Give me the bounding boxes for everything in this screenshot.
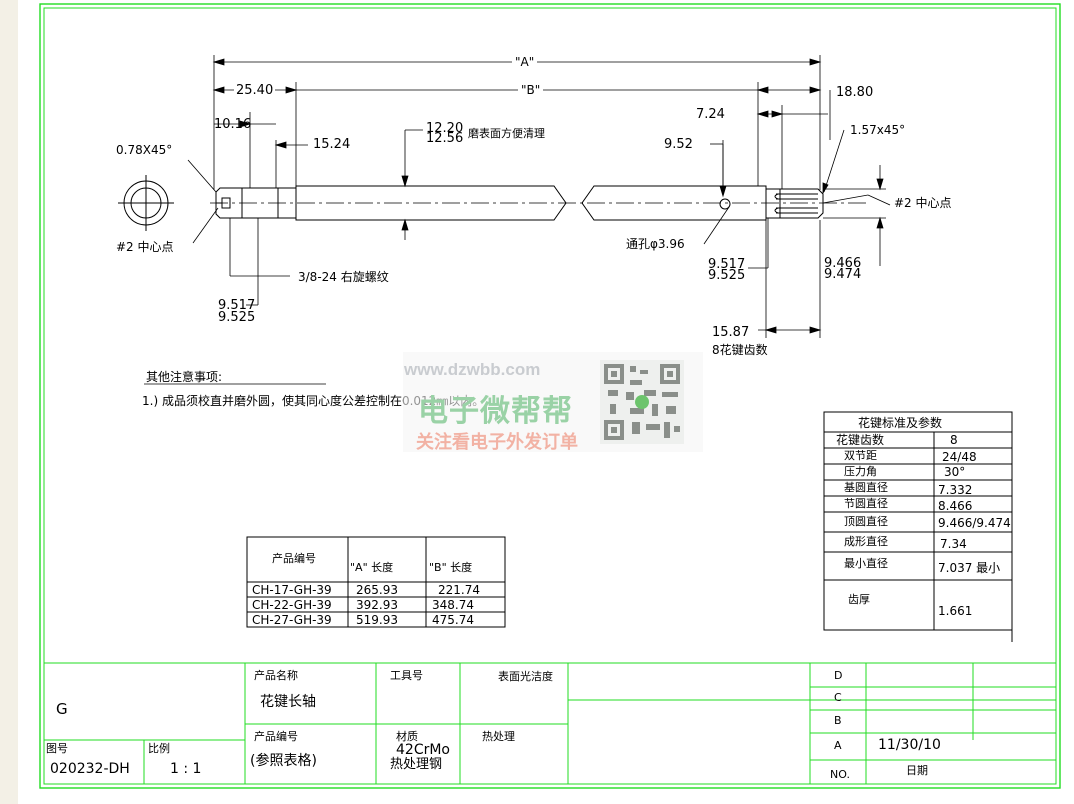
spline-row-value: 24/48 bbox=[942, 450, 977, 464]
dim-18-80: 18.80 bbox=[836, 85, 874, 100]
material: 42CrMo bbox=[396, 742, 450, 758]
dim-b-label: "B" bbox=[518, 84, 544, 96]
product-name: 花键长轴 bbox=[260, 694, 316, 710]
material-note: 热处理钢 bbox=[390, 757, 443, 772]
dim-7-24: 7.24 bbox=[696, 107, 725, 122]
dia-mid-min: 9.517 bbox=[708, 257, 746, 272]
product-table-cell: 475.74 bbox=[432, 613, 474, 627]
product-table-cell: 221.74 bbox=[438, 583, 480, 597]
watermark-brand: 电子微帮帮 bbox=[418, 394, 573, 429]
spline-teeth-note: 8花键齿数 bbox=[712, 343, 768, 357]
product-table-cell: 392.93 bbox=[356, 598, 398, 612]
product-table-header: "A" 长度 bbox=[350, 561, 394, 574]
drawing-no-label: 图号 bbox=[46, 742, 68, 755]
revision-date: 11/30/10 bbox=[878, 737, 941, 753]
product-table-cell: 265.93 bbox=[356, 583, 398, 597]
dimension-lines bbox=[144, 55, 891, 385]
spline-row-label: 节圆直径 bbox=[844, 497, 888, 510]
thread-spec: 3/8-24 右旋螺纹 bbox=[298, 270, 389, 284]
drawing-linework bbox=[39, 3, 1061, 789]
spline-row-value: 30° bbox=[944, 465, 966, 479]
dia-mid-max: 9.525 bbox=[708, 268, 746, 283]
spline-row-label: 基圆直径 bbox=[844, 481, 888, 494]
spline-table-grid bbox=[823, 411, 1013, 642]
watermark-slogan: 关注看电子外发订单 bbox=[416, 432, 578, 453]
spline-table-title: 花键标准及参数 bbox=[858, 416, 943, 430]
spline-row-label: 齿厚 bbox=[848, 593, 870, 606]
revision-letter: G bbox=[56, 700, 68, 718]
dim-a-label: "A" bbox=[512, 56, 538, 68]
product-table-cell: CH-27-GH-39 bbox=[252, 613, 332, 627]
dia-left-min: 9.517 bbox=[218, 298, 256, 313]
product-no-label: 产品编号 bbox=[254, 730, 298, 743]
surface-label: 表面光洁度 bbox=[498, 670, 553, 683]
revision-no-label: NO. bbox=[830, 768, 850, 781]
tool-no-label: 工具号 bbox=[390, 669, 423, 682]
spline-row-value: 8.466 bbox=[938, 499, 973, 513]
dia-right-max: 9.474 bbox=[824, 267, 862, 282]
spline-row-label: 双节距 bbox=[844, 449, 877, 462]
product-name-label: 产品名称 bbox=[254, 669, 298, 682]
product-table-cell: 348.74 bbox=[432, 598, 474, 612]
dim-12-56: 12.56 bbox=[426, 131, 464, 146]
dim-10-16: 10.16 bbox=[214, 117, 252, 132]
revision-row-b: B bbox=[834, 714, 842, 727]
scale-label: 比例 bbox=[148, 742, 170, 755]
product-table-header: 产品编号 bbox=[272, 552, 316, 565]
product-table-cell: CH-17-GH-39 bbox=[252, 583, 332, 597]
product-table-grid bbox=[246, 536, 506, 628]
border-frame bbox=[39, 3, 1061, 789]
spline-row-value: 9.466/9.474 bbox=[938, 516, 1011, 530]
product-no: (参照表格) bbox=[250, 753, 317, 769]
dim-15-24: 15.24 bbox=[313, 137, 351, 152]
dim-9-52: 9.52 bbox=[664, 137, 693, 152]
spline-row-label: 压力角 bbox=[844, 465, 877, 478]
revision-row-c: C bbox=[834, 691, 842, 704]
notes-item-1: 1.) 成品须校直并磨外圆，使其同心度公差控制在0.012㎜以内。 bbox=[142, 394, 485, 408]
spline-row-label: 顶圆直径 bbox=[844, 515, 888, 528]
spline-row-value: 7.332 bbox=[938, 483, 973, 497]
revision-row-d: D bbox=[834, 669, 843, 682]
product-table-cell: 519.93 bbox=[356, 613, 398, 627]
chamfer-right: 1.57x45° bbox=[850, 123, 906, 137]
center-point-right: #2 中心点 bbox=[894, 196, 952, 210]
qr-code-icon bbox=[600, 360, 684, 444]
dia-right-min: 9.466 bbox=[824, 256, 862, 271]
drawing-sheet: "A" "B" 25.40 10.16 15.24 12.20 12.56 磨表… bbox=[18, 0, 1074, 804]
through-hole: 通孔φ3.96 bbox=[626, 237, 685, 251]
material-label: 材质 bbox=[396, 730, 418, 743]
date-label: 日期 bbox=[906, 764, 928, 777]
spline-row-label: 花键齿数 bbox=[836, 433, 885, 447]
chamfer-left: 0.78X45° bbox=[116, 143, 173, 157]
grind-note: 磨表面方便清理 bbox=[468, 127, 545, 140]
dia-left-max: 9.525 bbox=[218, 310, 256, 325]
spline-row-value: 8 bbox=[950, 433, 958, 447]
notes-title: 其他注意事项: bbox=[146, 370, 223, 384]
drawing-no: 020232-DH bbox=[50, 761, 130, 777]
dim-15-87: 15.87 bbox=[712, 325, 750, 340]
heat-treatment-label: 热处理 bbox=[482, 730, 515, 743]
spline-row-label: 成形直径 bbox=[844, 535, 888, 548]
spline-row-value: 1.661 bbox=[938, 604, 973, 618]
watermark-url: www.dzwbb.com bbox=[404, 360, 541, 379]
dim-12-20: 12.20 bbox=[426, 121, 464, 136]
spline-row-label: 最小直径 bbox=[844, 557, 888, 570]
product-table-cell: CH-22-GH-39 bbox=[252, 598, 332, 612]
spline-row-value: 7.34 bbox=[940, 537, 967, 551]
center-point-left: #2 中心点 bbox=[116, 240, 174, 254]
revision-row-a: A bbox=[834, 739, 842, 752]
dim-25-40: 25.40 bbox=[234, 83, 276, 98]
product-table-header: "B" 长度 bbox=[429, 561, 473, 574]
scale: 1 : 1 bbox=[170, 761, 202, 777]
spline-row-value: 7.037 最小 bbox=[938, 561, 1001, 575]
